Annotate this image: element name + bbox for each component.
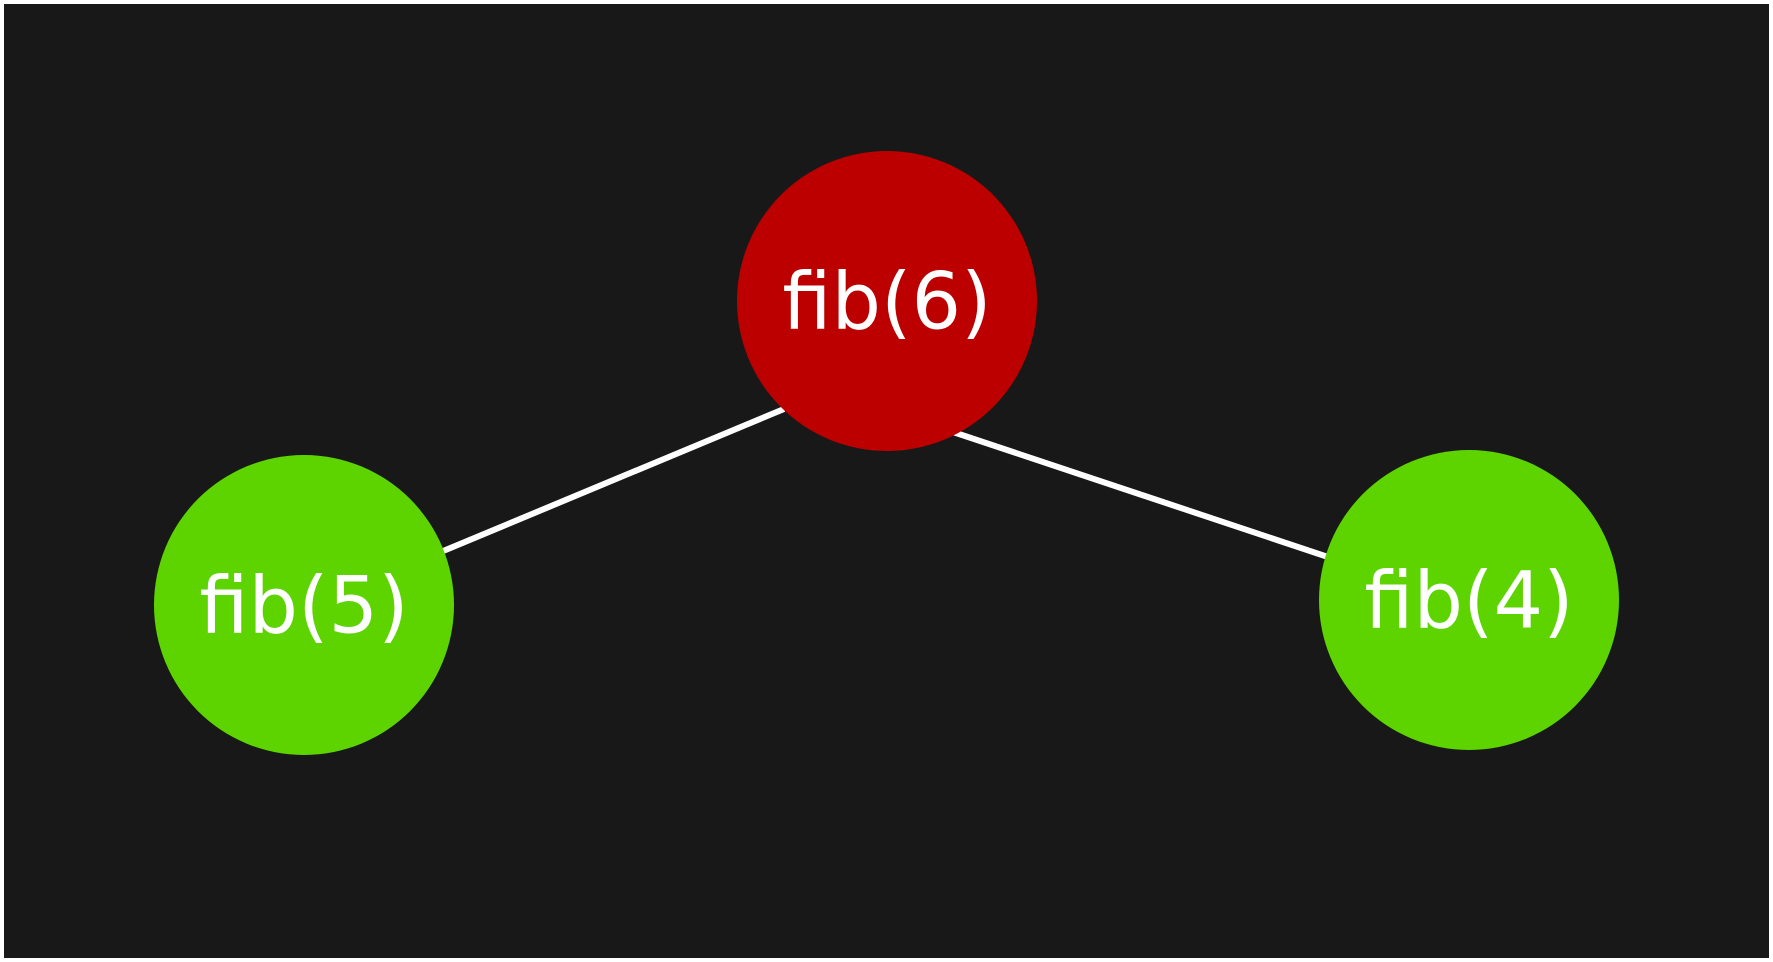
node-fib4: fib(4): [1319, 450, 1619, 750]
node-fib6: fib(6): [737, 151, 1037, 451]
node-fib6-label: fib(6): [782, 257, 991, 347]
node-fib4-label: fib(4): [1364, 556, 1573, 646]
node-fib6-circle: [737, 151, 1037, 451]
node-fib5-label: fib(5): [199, 561, 408, 651]
node-fib5: fib(5): [154, 455, 454, 755]
diagram-canvas: fib(6) fib(5) fib(4): [4, 4, 1769, 958]
node-fib5-circle: [154, 455, 454, 755]
node-fib4-circle: [1319, 450, 1619, 750]
fibonacci-tree-diagram: fib(6) fib(5) fib(4): [154, 151, 1619, 755]
